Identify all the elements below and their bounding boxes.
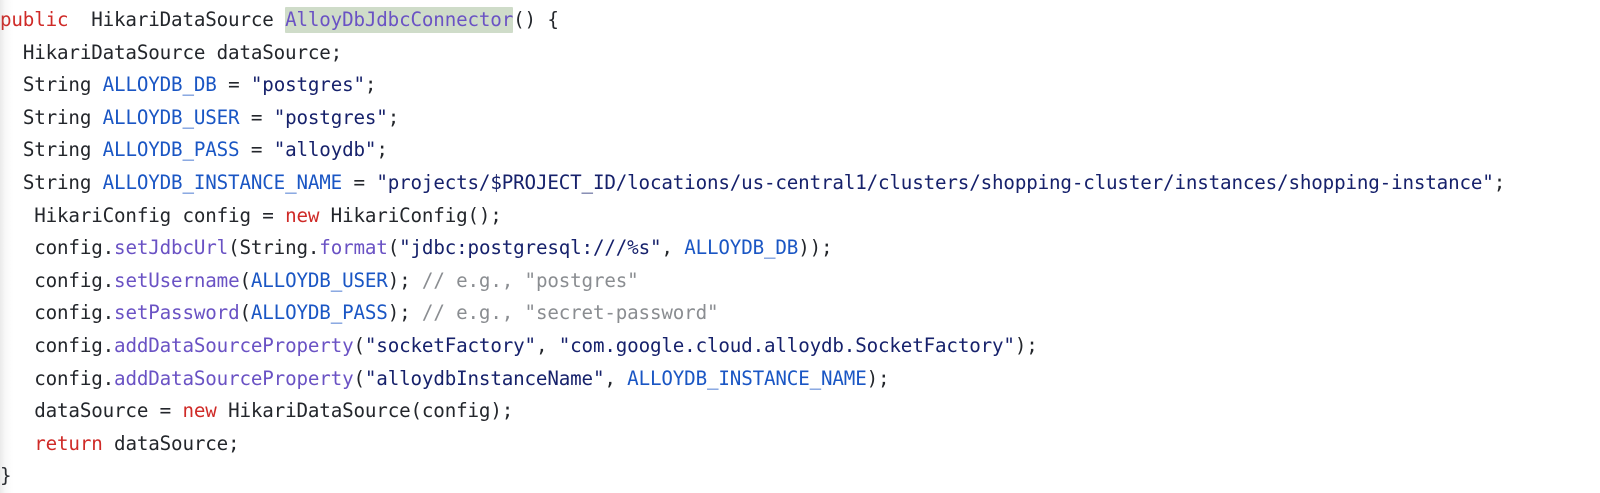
code-token-keyword: new [285,203,320,227]
code-token-method: setUsername [114,268,240,292]
code-token-plain: , [535,333,559,357]
code-token-plain: config. [34,268,115,292]
code-line: HikariConfig config = new HikariConfig()… [0,200,1505,233]
code-line: String ALLOYDB_DB = "postgres"; [0,69,1505,102]
java-code-block[interactable]: public HikariDataSource AlloyDbJdbcConne… [0,0,1505,493]
code-line: config.setUsername(ALLOYDB_USER); // e.g… [0,265,1505,298]
code-indent [0,138,23,161]
code-token-plain: () { [513,8,559,31]
code-token-plain: )); [798,236,833,260]
code-token-plain: HikariConfig config = [34,203,286,227]
code-token-keyword: return [34,431,103,455]
code-token-var: ALLOYDB_INSTANCE_NAME [102,170,343,194]
code-indent [0,41,23,64]
code-token-plain: dataSource = [34,399,183,423]
code-line: dataSource = new HikariDataSource(config… [0,395,1505,428]
code-token-var: ALLOYDB_USER [102,105,240,129]
code-token-comment: // e.g., "secret-password" [421,301,719,325]
code-token-string: "com.google.cloud.alloydb.SocketFactory" [558,333,1015,357]
code-token-var: ALLOYDB_DB [684,236,799,260]
code-line: config.setPassword(ALLOYDB_PASS); // e.g… [0,297,1505,330]
code-line: String ALLOYDB_PASS = "alloydb"; [0,134,1505,167]
code-token-plain: ; [376,138,388,162]
code-indent [0,106,23,129]
highlighted-method-name[interactable]: AlloyDbJdbcConnector [285,7,514,33]
code-token-plain: ( [353,333,366,357]
code-indent [0,367,34,390]
code-indent [0,334,34,357]
code-token-plain: config. [34,333,115,357]
code-line: public HikariDataSource AlloyDbJdbcConne… [0,4,1505,37]
code-token-plain: String [22,73,103,97]
code-token-plain: ( [239,268,251,292]
code-token-string: "postgres" [273,105,388,129]
code-token-plain: String [22,138,103,162]
code-token-var: ALLOYDB_PASS [250,301,388,325]
code-token-plain: ( [387,236,400,260]
code-token-plain: = [216,73,251,97]
code-token-var: ALLOYDB_PASS [102,138,240,162]
code-token-plain: config. [34,366,115,390]
code-token-plain: config. [34,301,115,325]
code-token-plain: (String. [228,236,320,260]
code-token-plain: ); [866,366,890,390]
code-token-plain: String [22,170,103,194]
code-token-plain: ); [387,301,422,325]
code-line: String ALLOYDB_INSTANCE_NAME = "projects… [0,167,1505,200]
code-token-string: "projects/$PROJECT_ID/locations/us-centr… [376,170,1494,194]
code-token-plain: HikariConfig(); [319,203,502,227]
code-line: } [0,460,1505,493]
code-token-plain: , [661,236,685,260]
code-token-comment: // e.g., "postgres" [421,268,639,292]
code-token-plain: ( [353,366,366,390]
code-token-var: ALLOYDB_INSTANCE_NAME [627,366,867,390]
code-indent [0,171,23,194]
code-token-keyword: new [182,399,217,423]
code-line: config.setJdbcUrl(String.format("jdbc:po… [0,232,1505,265]
code-token-plain: dataSource; [102,431,240,455]
code-token-plain: ; [387,105,400,129]
code-token-plain: = [342,170,377,194]
code-token-plain: ); [1014,333,1038,357]
code-token-plain: = [239,105,274,129]
code-token-plain: = [239,138,274,162]
code-token-keyword: public [0,8,69,31]
code-indent [0,399,34,422]
code-token-plain: ( [239,301,251,325]
code-line: return dataSource; [0,428,1505,461]
code-token-plain: HikariDataSource [68,8,286,31]
code-token-string: "postgres" [250,73,365,97]
code-token-plain: } [0,464,12,488]
code-line: config.addDataSourceProperty("socketFact… [0,330,1505,363]
code-token-method: addDataSourceProperty [114,333,354,357]
code-line: config.addDataSourceProperty("alloydbIns… [0,363,1505,396]
code-token-string: "alloydbInstanceName" [364,366,605,390]
code-token-var: ALLOYDB_DB [102,73,217,97]
code-line: String ALLOYDB_USER = "postgres"; [0,102,1505,135]
code-token-plain: , [604,366,628,390]
code-token-plain: ); [387,268,422,292]
code-token-string: "jdbc:postgresql:///%s" [399,236,662,260]
code-indent [0,301,34,324]
code-token-plain: String [22,105,103,129]
code-token-method: setJdbcUrl [114,236,229,260]
code-indent [0,432,34,455]
code-token-method: format [319,236,388,260]
code-token-method: addDataSourceProperty [114,366,354,390]
code-token-var: ALLOYDB_USER [250,268,388,292]
code-token-plain: config. [34,236,115,260]
code-token-plain: HikariDataSource(config); [216,399,514,423]
code-line: HikariDataSource dataSource; [0,37,1505,70]
code-indent [0,73,23,96]
code-indent [0,269,34,292]
code-token-method: setPassword [114,301,240,325]
code-token-plain: HikariDataSource dataSource; [22,40,343,64]
code-token-string: "alloydb" [273,138,377,162]
code-token-plain: ; [1493,170,1506,194]
code-indent [0,204,34,227]
code-token-string: "socketFactory" [364,333,536,357]
code-indent [0,236,34,259]
code-token-plain: ; [364,73,377,97]
